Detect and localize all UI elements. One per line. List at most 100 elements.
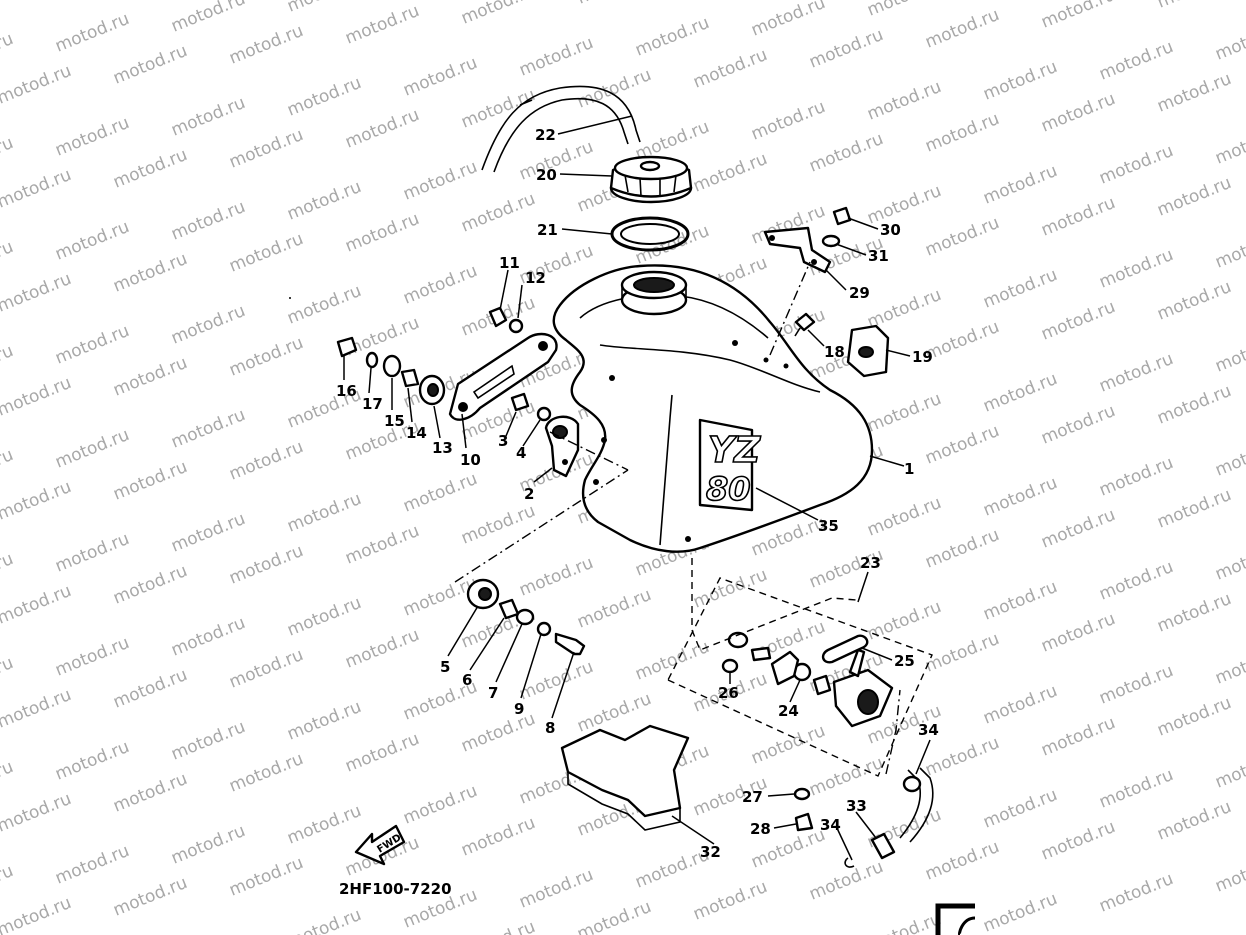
watermark-text: motod.ru [1154,485,1234,533]
watermark-text: motod.ru [806,753,886,801]
watermark-text: motod.ru [168,0,248,37]
watermark-text: motod.ru [1212,433,1246,481]
watermark-text: motod.ru [922,837,1002,885]
fuel-cock-group-box [667,577,933,777]
watermark-text: motod.ru [110,41,190,89]
bolt-16-part [336,336,358,358]
watermark-text: motod.ru [632,13,712,61]
watermark-text: motod.ru [516,865,596,913]
watermark-text: motod.ru [1038,505,1118,553]
watermark-text: motod.ru [574,585,654,633]
callout-12: 12 [525,269,546,287]
hose-33-part [870,832,896,860]
watermark-text: motod.ru [284,801,364,849]
watermark-text: motod.ru [52,113,132,161]
watermark-text: motod.ru [748,0,828,41]
callout-20: 20 [536,166,557,184]
watermark-text: motod.ru [110,873,190,921]
watermark-text: motod.ru [0,237,16,285]
watermark-text: motod.ru [52,9,132,57]
watermark-text: motod.ru [168,197,248,245]
callout-25: 25 [894,652,915,670]
watermark-text: motod.ru [0,29,16,77]
callout-23: 23 [860,554,881,572]
callout-35: 35 [818,517,839,535]
watermark-text: motod.ru [1096,869,1176,917]
watermark-text: motod.ru [980,161,1060,209]
watermark-text: motod.ru [516,657,596,705]
watermark-text: motod.ru [342,105,422,153]
watermark-text: motod.ru [226,21,306,69]
watermark-text: motod.ru [52,425,132,473]
bracket-link-line [769,261,811,356]
grommet-13-part [418,374,446,406]
watermark-text: motod.ru [1038,297,1118,345]
hose-link-line [885,689,901,775]
bolt-8-part [554,632,586,656]
washer-12-part [508,318,524,334]
callout-28: 28 [750,820,771,838]
callout-6: 6 [462,671,472,689]
callout-labels: 22 20 21 11 12 16 17 15 14 13 10 3 4 2 1… [336,126,939,861]
watermark-text: motod.ru [1096,557,1176,605]
watermark-text: motod.ru [864,77,944,125]
watermark-text: motod.ru [574,65,654,113]
watermark-text: motod.ru [52,737,132,785]
watermark-text: motod.ru [52,217,132,265]
watermark-text: motod.ru [284,281,364,329]
callout-9: 9 [514,700,524,718]
grommet-5-part [466,578,500,610]
watermark-text: motod.ru [400,157,480,205]
watermark-text: motod.ru [168,93,248,141]
washer-27-part [793,787,811,801]
watermark-text: motod.ru [168,509,248,557]
watermark-text: motod.ru [110,769,190,817]
watermark-text: motod.ru [226,333,306,381]
watermark-text: motod.ru [1096,37,1176,85]
watermark-text: motod.ru [690,149,770,197]
watermark-text: motod.ru [168,821,248,869]
watermark-text: motod.ru [0,789,74,837]
watermark-text: motod.ru [342,313,422,361]
mount-link-line-2 [549,431,629,471]
watermark-text: motod.ru [1212,849,1246,897]
watermark-text: motod.ru [1154,69,1234,117]
watermark-text: motod.ru [980,785,1060,833]
watermark-text: motod.ru [1096,453,1176,501]
watermark-text: motod.ru [1096,245,1176,293]
washer-17-part [365,351,379,369]
watermark-text: motod.ru [342,729,422,777]
watermark-text: motod.ru [922,629,1002,677]
watermark-text: motod.ru [1154,0,1234,13]
watermark-text: motod.ru [1038,713,1118,761]
watermark-text: motod.ru [632,637,712,685]
watermark-text: motod.ru [284,593,364,641]
watermark-text: motod.ru [980,681,1060,729]
fuel-tank-part: YZ 80 [552,264,874,553]
callout-4: 4 [516,444,526,462]
watermark-text: motod.ru [1096,661,1176,709]
watermark-text: motod.ru [1154,693,1234,741]
watermark-text: motod.ru [52,633,132,681]
front-bracket-part [448,332,558,421]
watermark-text: motod.ru [110,457,190,505]
callout-19: 19 [912,348,933,366]
watermark-text: motod.ru [864,0,944,21]
watermark-text: motod.ru [922,109,1002,157]
watermark-text: motod.ru [168,301,248,349]
watermark-text: motod.ru [980,577,1060,625]
fuel-cock-23-part [832,648,894,728]
watermark-text: motod.ru [1038,401,1118,449]
callout-3: 3 [498,432,508,450]
lever-part [750,646,800,686]
watermark-text: motod.ru [922,733,1002,781]
watermark-text: motod.ru [1212,225,1246,273]
watermark-text: motod.ru [864,493,944,541]
watermark-text: motod.ru [1212,745,1246,793]
watermark-text: motod.ru [52,529,132,577]
watermark-text: motod.ru [458,813,538,861]
watermark-text: motod.ru [284,0,364,17]
watermark-text: motod.ru [284,177,364,225]
callout-27: 27 [742,788,763,806]
assembly-link-line [691,558,857,651]
